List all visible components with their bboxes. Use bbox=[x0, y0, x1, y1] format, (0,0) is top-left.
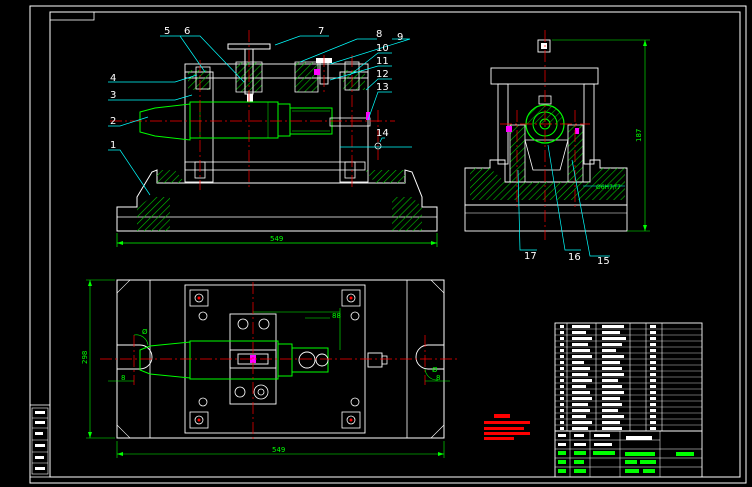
technical-notes bbox=[484, 414, 530, 440]
plan-width-dim: 549 bbox=[272, 446, 285, 454]
balloon-7: 7 bbox=[318, 26, 324, 37]
balloon-11: 11 bbox=[376, 56, 389, 67]
balloon-1: 1 bbox=[110, 140, 116, 151]
balloon-8: 8 bbox=[376, 29, 382, 40]
side-view-leaders bbox=[517, 144, 610, 257]
balloon-5: 5 bbox=[164, 26, 170, 37]
workpiece-shaft[interactable] bbox=[139, 101, 333, 141]
balloon-labels-side: 17 16 15 bbox=[524, 251, 610, 267]
balloon-10: 10 bbox=[376, 43, 389, 54]
right-8-dim: 8 bbox=[436, 374, 440, 382]
front-width-dim: 549 bbox=[270, 235, 283, 243]
bore-fit-dim: Ø6H7/f7 bbox=[596, 184, 621, 191]
balloon-17: 17 bbox=[524, 251, 537, 262]
balloon-4: 4 bbox=[110, 73, 116, 84]
balloon-16: 16 bbox=[568, 252, 581, 263]
balloon-2: 2 bbox=[110, 116, 116, 127]
left-hole-dim: Ø bbox=[142, 328, 148, 336]
side-view[interactable] bbox=[464, 30, 650, 240]
balloon-3: 3 bbox=[110, 90, 116, 101]
plan-dimension-labels: 549 298 88 Ø Ø 8 8 bbox=[81, 312, 440, 454]
side-height-dim: 187 bbox=[635, 129, 643, 142]
balloon-15: 15 bbox=[597, 256, 610, 267]
balloon-12: 12 bbox=[376, 69, 389, 80]
front-view-leaders bbox=[108, 35, 412, 196]
sheet-border bbox=[29, 5, 747, 484]
margin-stamp bbox=[31, 407, 49, 475]
left-8-dim: 8 bbox=[121, 374, 125, 382]
title-block[interactable] bbox=[554, 430, 703, 478]
balloon-13: 13 bbox=[376, 82, 389, 93]
balloon-9: 9 bbox=[397, 32, 403, 43]
plan-height-dim: 298 bbox=[81, 351, 89, 364]
plan-workpiece-shaft[interactable] bbox=[139, 340, 329, 380]
balloon-labels-front: 1 2 3 4 5 6 7 8 9 10 11 12 13 14 bbox=[110, 26, 403, 151]
balloon-14: 14 bbox=[376, 128, 389, 139]
plan-offset-dim: 88 bbox=[332, 312, 341, 320]
plan-view[interactable] bbox=[86, 279, 460, 458]
balloon-6: 6 bbox=[184, 26, 190, 37]
parts-list[interactable] bbox=[554, 322, 703, 432]
right-hole-dim: Ø bbox=[432, 366, 438, 374]
front-view[interactable] bbox=[110, 30, 438, 247]
